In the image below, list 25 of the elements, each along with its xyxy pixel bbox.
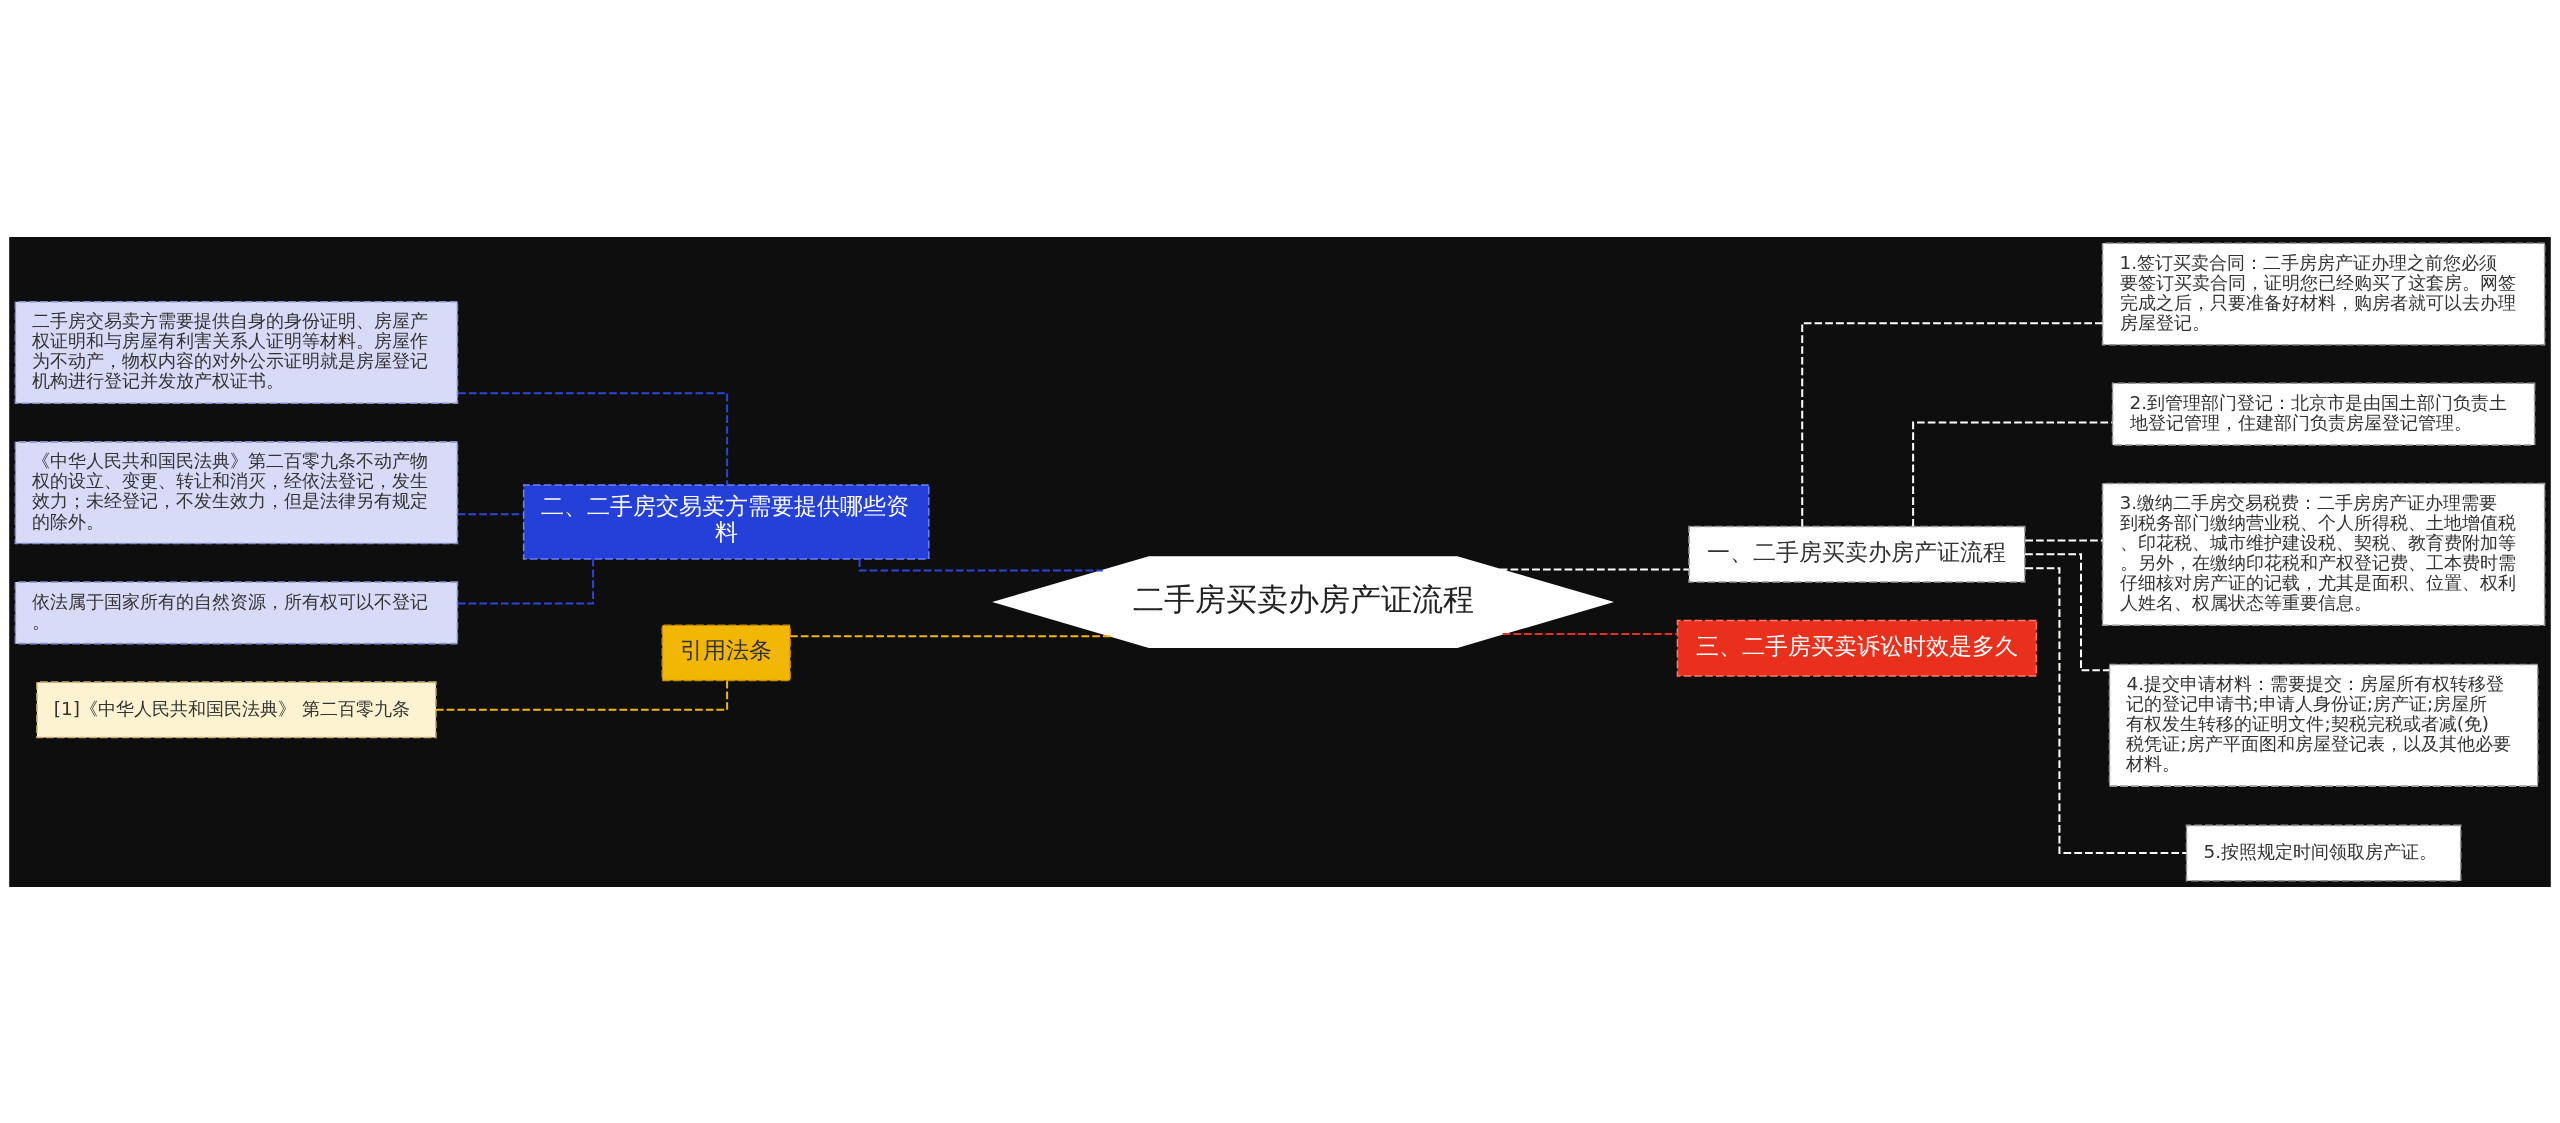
connector [789,634,1113,637]
node-box: 5.按照规定时间领取房产证。 [2185,824,2462,882]
node-box: 一、二手房买卖办房产证流程 [1688,525,2026,583]
node-box: 3.缴纳二手房交易税费：二手房房产证办理需要到税务部门缴纳营业税、个人所得税、土地增值税、印花税、城市维护建设税、契税、教育费附加等。另外，在缴纳印花税和产权登记费、工本费时需仔细核对房产证的记载，尤其是面积、位置、权利人姓名、权属状态等重要信息。 [2101,482,2546,626]
connector [1498,567,1690,570]
connector [1801,321,2104,527]
connector [1912,421,2114,527]
connector [456,512,525,515]
connector [2024,566,2188,854]
connector [1501,632,1679,635]
node-box: [1]《中华人民共和国民法典》 第二百零九条 [36,680,437,738]
node-box: 1.签订买卖合同：二手房房产证办理之前您必须要签订买卖合同，证明您已经购买了这套房。网签完成之后，只要准备好材料，购房者就可以去办理房屋登记。 [2101,241,2546,346]
node-box: 三、二手房买卖诉讼时效是多久 [1676,619,2038,677]
connector [456,557,595,605]
node-box: 引用法条 [661,623,791,681]
node-box: 4.提交申请材料：需要提交：房屋所有权转移登记的登记申请书;申请人身份证;房产证;房屋所有权发生转移的证明文件;契税完税或者减(免)税凭证;房产平面图和房屋登记表，以及其他必要材料。 [2108,663,2539,787]
connector [457,391,729,486]
node-box: 《中华人民共和国民法典》第二百零九条不动产物权的设立、变更、转让和消灭，经依法登记，发生效力；未经登记，不发生效力，但是法律另有规定的除外。 [14,440,459,544]
node-box: 二手房交易卖方需要提供自身的身份证明、房屋产权证明和与房屋有利害关系人证明等材料。房屋作为不动产，物权内容的对外公示证明就是房屋登记机构进行登记并发放产权证书。 [14,300,459,404]
node-box: 依法属于国家所有的自然资源，所有权可以不登记。 [14,580,459,644]
connector [2024,538,2104,541]
node-box: 2.到管理部门登记：北京市是由国土部门负责土地登记管理，住建部门负责房屋登记管理。 [2111,382,2536,446]
node-box: 二、二手房交易卖方需要提供哪些资料 [522,483,930,560]
connector [2024,552,2111,671]
connector [858,557,1104,571]
